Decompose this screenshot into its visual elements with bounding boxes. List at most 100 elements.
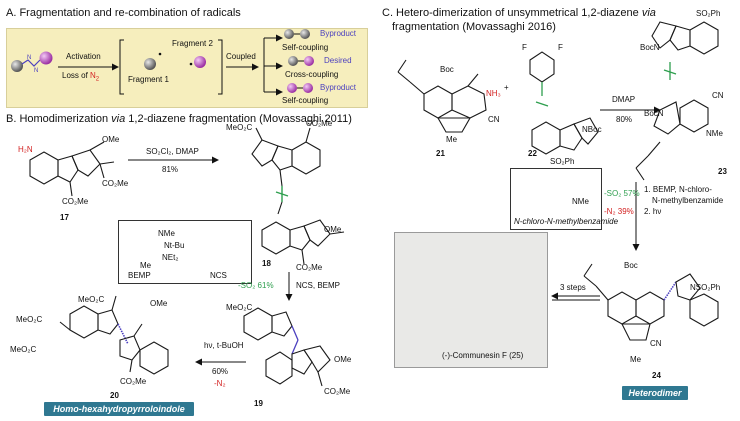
coupled-label: Coupled bbox=[226, 52, 256, 61]
compound-21-structure bbox=[397, 59, 487, 133]
me-label-21: Me bbox=[446, 135, 458, 144]
co2me-label-18b: CO₂Me bbox=[296, 263, 323, 272]
byproduct-bottom-label: Byproduct bbox=[320, 83, 357, 92]
cn-label-21: CN bbox=[488, 115, 500, 124]
meo2c-label-19: MeO₂C bbox=[226, 303, 253, 312]
compound-19-label: 19 bbox=[254, 399, 263, 408]
co2me-label-17b: CO₂Me bbox=[62, 197, 89, 206]
meo2c-label-20b: MeO₂C bbox=[16, 315, 43, 324]
gray-sphere-icon bbox=[11, 60, 23, 72]
compound-22-label: 22 bbox=[528, 149, 537, 158]
compound-20-structure bbox=[59, 295, 169, 375]
svg-text:N: N bbox=[34, 68, 38, 74]
bocn-label-23: BocN bbox=[640, 43, 660, 52]
fragment1-sphere-icon bbox=[144, 58, 156, 70]
reagent-structures-box bbox=[118, 220, 252, 284]
yield-60: 60% bbox=[212, 367, 229, 376]
activation-label: Activation bbox=[66, 52, 101, 61]
panel-c-title-line2: fragmentation (Movassaghi 2016) bbox=[392, 21, 556, 33]
self-coupling-top-label: Self-coupling bbox=[282, 43, 329, 52]
loss-of-n2-label: Loss of N2 bbox=[62, 72, 99, 83]
co2me-label-18a: CO₂Me bbox=[306, 119, 333, 128]
reagent-hv-tbuoh: hν, t-BuOH bbox=[204, 341, 244, 350]
compound-18-label: 18 bbox=[262, 259, 271, 268]
reagent-ncs-bemp: NCS, BEMP bbox=[296, 281, 341, 290]
panel-c-title-via: via bbox=[641, 7, 656, 19]
compound-21-label: 21 bbox=[436, 149, 445, 158]
co2me-label-19: CO₂Me bbox=[324, 387, 351, 396]
reagent-dmap: DMAP bbox=[612, 95, 636, 104]
nso2ph-label-24: NSO₂Ph bbox=[690, 283, 721, 292]
amine-label: H₂N bbox=[18, 145, 33, 154]
diazene-precursor-diagram: N N bbox=[11, 51, 53, 74]
f-label-b: F bbox=[558, 43, 563, 52]
panel-b-title-via: via bbox=[111, 113, 126, 125]
co2me-label-20: CO₂Me bbox=[120, 377, 147, 386]
panel-a-title: A. Fragmentation and re-combination of r… bbox=[6, 7, 241, 19]
purple-sphere-icon bbox=[39, 51, 53, 65]
fragment2-label: Fragment 2 bbox=[172, 39, 213, 48]
panel-c-title-line1: C. Hetero-dimerization of unsymmetrical … bbox=[382, 8, 656, 19]
reagent-so2cl2-dmap: SO₂Cl₂, DMAP bbox=[146, 147, 199, 156]
nboc-label-22: NBoc bbox=[582, 125, 602, 134]
three-steps-label: 3 steps bbox=[560, 283, 586, 292]
so2-loss-text: -SO₂ 61% bbox=[238, 281, 274, 290]
nme-label-23: NMe bbox=[706, 129, 723, 138]
panel-a-background bbox=[6, 28, 368, 108]
cn-label-23: CN bbox=[712, 91, 724, 100]
diazene-bond bbox=[21, 59, 41, 67]
step-1-label: 1. BEMP, N-chloro- bbox=[644, 185, 712, 194]
fragment1-label: Fragment 1 bbox=[128, 75, 169, 84]
bemp-ntbu-label: Nt-Bu bbox=[164, 241, 185, 250]
bemp-net2-label: NEt₂ bbox=[162, 253, 179, 262]
boc-label-24: Boc bbox=[624, 261, 638, 270]
compound-17-label: 17 bbox=[60, 213, 69, 222]
compound-20-label: 20 bbox=[110, 391, 119, 400]
boc-label-21: Boc bbox=[440, 65, 454, 74]
compound-23-structure bbox=[635, 21, 719, 181]
step-2-label: 2. hν bbox=[644, 207, 662, 216]
co2me-label-17a: CO₂Me bbox=[102, 179, 129, 188]
me-label-24: Me bbox=[630, 355, 642, 364]
benzamide-box bbox=[510, 168, 602, 230]
desired-label: Desired bbox=[324, 56, 352, 65]
ncs-label: NCS bbox=[210, 271, 227, 280]
n2-loss-39: -N₂ 39% bbox=[604, 207, 634, 216]
n2-symbol: N bbox=[90, 71, 96, 80]
panel-c-title-pre: C. Hetero-dimerization of unsymmetrical … bbox=[382, 7, 642, 19]
loss-prefix: Loss of bbox=[62, 71, 91, 80]
so2-loss-57: -SO₂ 57% bbox=[604, 189, 640, 198]
panel-b-title: B. Homodimerization via 1,2-diazene frag… bbox=[6, 114, 352, 125]
svg-text:N: N bbox=[27, 55, 31, 61]
so2ph-label-22: SO₂Ph bbox=[550, 157, 575, 166]
homo-hexahydropyrroloindole-badge: Homo-hexahydropyrroloindole bbox=[44, 402, 194, 416]
cross-coupling-label: Cross-coupling bbox=[285, 70, 339, 79]
meo2c-label-20c: MeO₂C bbox=[10, 345, 37, 354]
ome-label-17: OMe bbox=[102, 135, 120, 144]
yield-80: 80% bbox=[616, 115, 633, 124]
compound-23-label: 23 bbox=[718, 167, 727, 176]
ome-label-20: OMe bbox=[150, 299, 168, 308]
f-label-a: F bbox=[522, 43, 527, 52]
bemp-label: BEMP bbox=[128, 271, 151, 280]
fragment2-sphere-icon bbox=[194, 56, 206, 68]
panel-b-title-post: 1,2-diazene fragmentation (Movassaghi 20… bbox=[125, 113, 352, 125]
so2-loss-61: -SO₂ 61% bbox=[238, 282, 274, 290]
compound-22-structure bbox=[529, 51, 599, 155]
step-1b-label: N-methylbenzamide bbox=[652, 196, 724, 205]
meo2c-label-20a: MeO₂C bbox=[78, 295, 105, 304]
self-coupling-bottom-label: Self-coupling bbox=[282, 96, 329, 105]
ome-label-18: OMe bbox=[324, 225, 342, 234]
plus-sign: + bbox=[504, 83, 509, 92]
byproduct-top-label: Byproduct bbox=[320, 29, 357, 38]
n2-subscript: 2 bbox=[95, 76, 100, 83]
benzamide-name: N-chloro-N-methylbenzamide bbox=[514, 217, 619, 226]
communesin-box bbox=[394, 232, 548, 368]
communesin-name: (-)-Communesin F (25) bbox=[442, 351, 524, 360]
bemp-me-label: Me bbox=[140, 261, 152, 270]
panel-b-title-pre: B. Homodimerization bbox=[6, 113, 112, 125]
compound-24-structure bbox=[583, 263, 719, 341]
bocn-label-23b: BocN bbox=[644, 109, 664, 118]
